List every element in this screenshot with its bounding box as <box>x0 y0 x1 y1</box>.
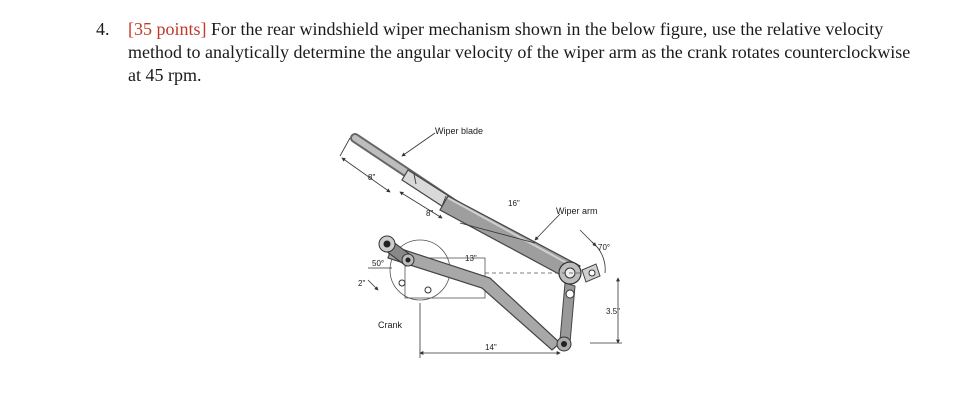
label-angle-70: 70° <box>598 243 610 252</box>
problem-text: [35 points] For the rear windshield wipe… <box>128 18 916 87</box>
problem-body: For the rear windshield wiper mechanism … <box>128 19 911 85</box>
label-dim-13: 13" <box>465 254 477 263</box>
problem-statement: 4. [35 points] For the rear windshield w… <box>96 18 916 87</box>
label-crank: Crank <box>378 320 403 330</box>
label-dim-8-left: 8" <box>368 173 375 182</box>
label-wiper-arm: Wiper arm <box>556 206 598 216</box>
dimension-lines <box>339 132 622 358</box>
wiper-mechanism-figure: Wiper blade 8" 8" 16" Wiper arm 70° 13" … <box>339 126 622 358</box>
label-dim-3-5: 3.5" <box>606 307 620 316</box>
label-dim-14: 14" <box>485 343 497 352</box>
crank-body <box>378 235 415 267</box>
problem-number: 4. <box>96 19 110 39</box>
points-label: [35 points] <box>128 19 207 39</box>
label-dim-16: 16" <box>508 199 520 208</box>
label-dim-2: 2" <box>358 279 365 288</box>
label-dim-8-mid: 8" <box>426 209 433 218</box>
label-wiper-blade: Wiper blade <box>435 126 483 136</box>
label-angle-50: 50° <box>372 259 384 268</box>
